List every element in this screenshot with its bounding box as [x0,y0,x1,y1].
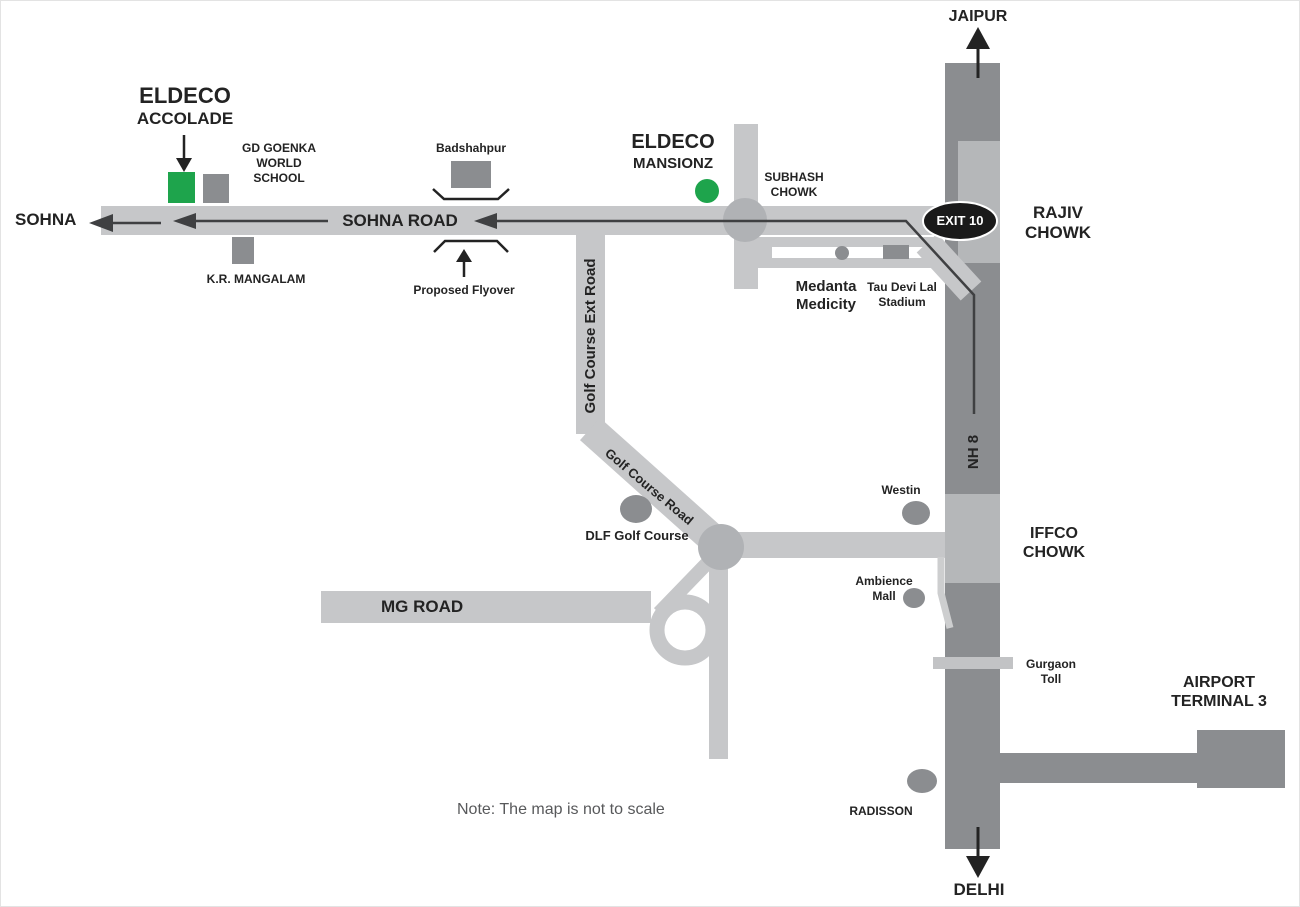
kr-mangalam-marker [232,237,254,264]
mg-road-label: MG ROAD [381,597,464,616]
tau-devi-lal-label: Tau Devi Lal Stadium [867,280,937,309]
route-arrowhead-mid [474,213,497,229]
accolade-arrow-icon [176,158,192,172]
sohna-label: SOHNA [15,210,77,229]
accolade-title-line1: ELDECO [139,83,231,108]
radisson-label: RADISSON [849,804,913,818]
stadium-marker [883,245,909,259]
ambience-slip-road [937,557,954,629]
gd-goenka-marker [203,174,229,203]
gurgaon-toll-label: Gurgaon Toll [1026,657,1076,686]
route-arrowhead-west [173,213,196,229]
gurgaon-toll-band [933,657,1013,669]
route-line [486,219,976,414]
golf-course-ext-road-label: Golf Course Ext Road [582,258,599,414]
rajiv-chowk-label: RAJIV CHOWK [1024,203,1092,242]
mansionz-marker [695,179,719,203]
flyover-arrow-icon [456,249,472,262]
mg-road-loop [649,594,721,666]
ambience-marker [903,588,925,608]
exit10-label: EXIT 10 [936,213,984,228]
roundabout-to-nh8-road [719,532,945,558]
airport-terminal-block [1197,730,1285,788]
mansionz-title-line1: ELDECO [631,131,715,153]
golf-course-road-band [579,417,734,560]
map-note: Note: The map is not to scale [457,801,665,818]
kr-mangalam-label: K.R. MANGALAM [206,272,306,286]
badshahpur-label: Badshahpur [435,141,506,155]
flyover-bracket-south [433,239,509,253]
accolade-marker [168,172,195,203]
exit10-badge [922,201,998,241]
subhash-chowk-label: SUBHASH CHOWK [764,170,824,199]
ambience-mall-label: Ambience Mall [855,574,913,603]
nh8-label: NH 8 [965,434,982,470]
dlf-golf-marker [620,495,652,523]
proposed-flyover-label: Proposed Flyover [413,283,515,297]
delhi-label: DELHI [953,880,1005,899]
nh8-iffco-chowk-section [945,494,1000,583]
airport-label: AIRPORT TERMINAL 3 [1171,674,1267,710]
badshahpur-marker [451,161,491,188]
jaipur-arrow-icon [966,27,990,49]
airport-road-band [997,753,1199,783]
delhi-arrow-icon [966,856,990,878]
mansionz-title-line2: MANSIONZ [633,155,713,172]
westin-marker [902,501,930,525]
sohna-road-label: SOHNA ROAD [342,211,458,230]
medanta-label: Medanta Medicity [795,278,857,313]
accolade-title-line2: ACCOLADE [136,109,234,128]
medanta-marker [835,246,849,260]
golf-course-roundabout [698,524,744,570]
dlf-golf-label: DLF Golf Course [585,528,689,543]
sohna-arrowhead [89,214,113,232]
westin-label: Westin [881,483,921,497]
golf-course-ext-road-band [576,234,605,434]
flyover-bracket-north [432,188,510,201]
golf-road-south-band [709,547,728,759]
iffco-chowk-label: IFFCO CHOWK [1022,525,1086,561]
mg-road-band [321,591,651,623]
medanta-service-road-inner [772,247,926,258]
radisson-marker [907,769,937,793]
gd-goenka-label: GD GOENKA WORLD SCHOOL [241,141,316,185]
jaipur-label: JAIPUR [948,8,1008,25]
